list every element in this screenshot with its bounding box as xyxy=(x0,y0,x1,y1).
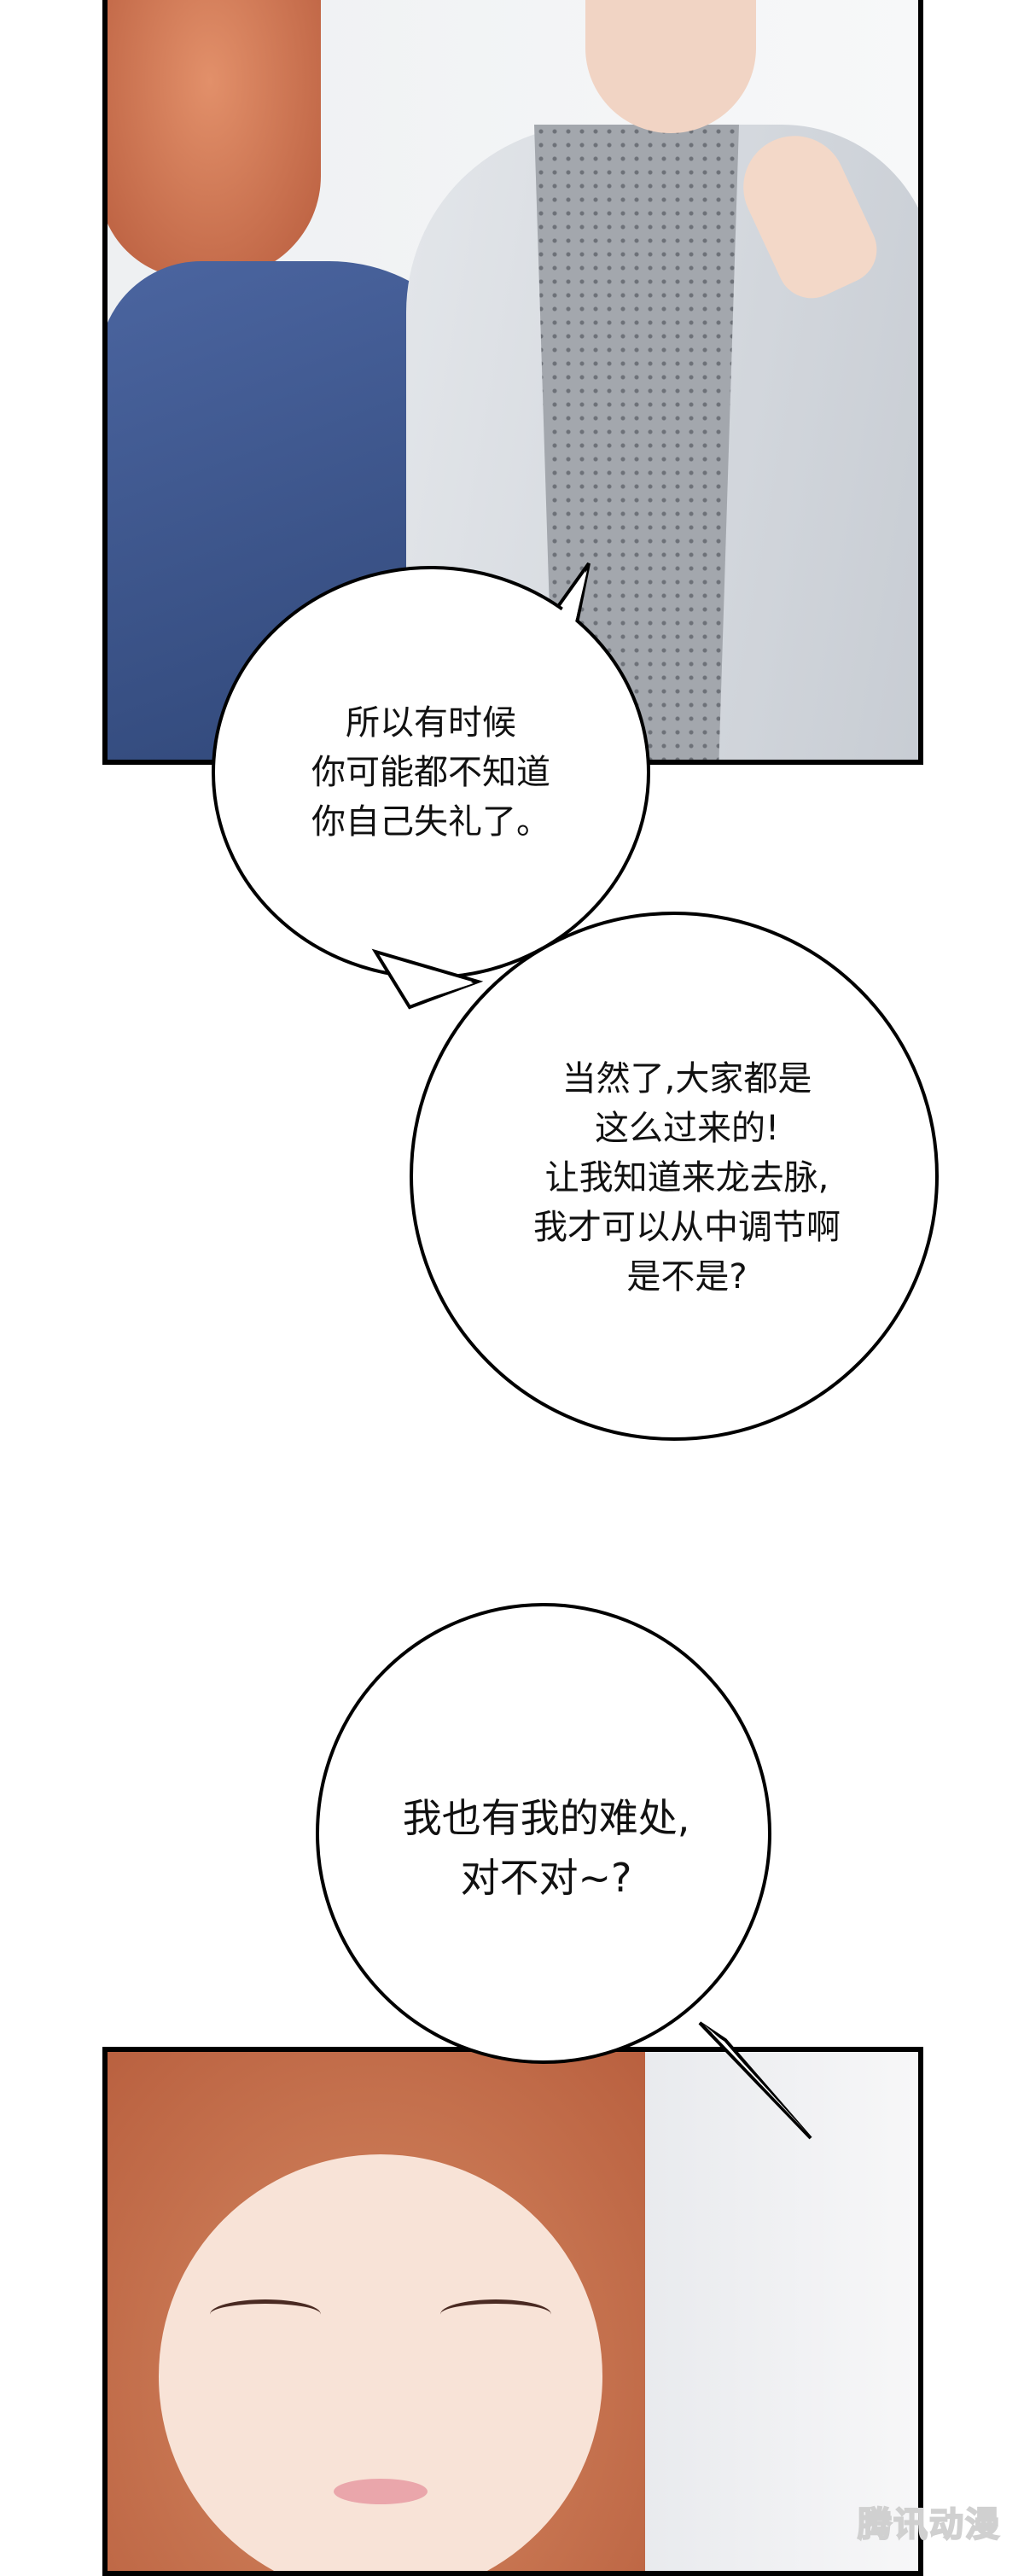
woman-eye-right xyxy=(440,2299,551,2329)
dialogue-line: 所以有时候 xyxy=(346,703,516,743)
dialogue-line: 你可能都不知道 xyxy=(311,753,550,792)
dialogue-line: 当然了,大家都是 xyxy=(561,1059,812,1099)
bubble-3-tail xyxy=(698,2021,812,2140)
dialogue-line: 这么过来的! xyxy=(594,1109,780,1148)
dialogue-line: 对不对~? xyxy=(460,1855,632,1901)
dialogue-line: 让我知道来龙去脉, xyxy=(544,1158,829,1198)
dialogue-line: 是不是? xyxy=(626,1257,748,1297)
speech-bubble-3 xyxy=(316,1603,771,2064)
bubble-1-text: 所以有时候 你可能都不知道 你自己失礼了。 xyxy=(311,698,550,847)
watermark-logo: 腾讯动漫 xyxy=(857,2504,1001,2545)
dialogue-line: 你自己失礼了。 xyxy=(311,802,550,842)
speech-bubble-2 xyxy=(410,912,939,1441)
bubble-2-text: 当然了,大家都是 这么过来的! 让我知道来龙去脉, 我才可以从中调节啊 是不是? xyxy=(533,1054,841,1302)
woman-lips xyxy=(334,2479,428,2504)
woman-hair xyxy=(108,0,321,278)
dialogue-line: 我才可以从中调节啊 xyxy=(533,1208,841,1247)
bubble-3-text: 我也有我的难处, 对不对~? xyxy=(403,1788,690,1908)
woman-eye-left xyxy=(210,2299,321,2329)
man-face xyxy=(585,0,756,133)
dialogue-line: 我也有我的难处, xyxy=(402,1795,690,1841)
